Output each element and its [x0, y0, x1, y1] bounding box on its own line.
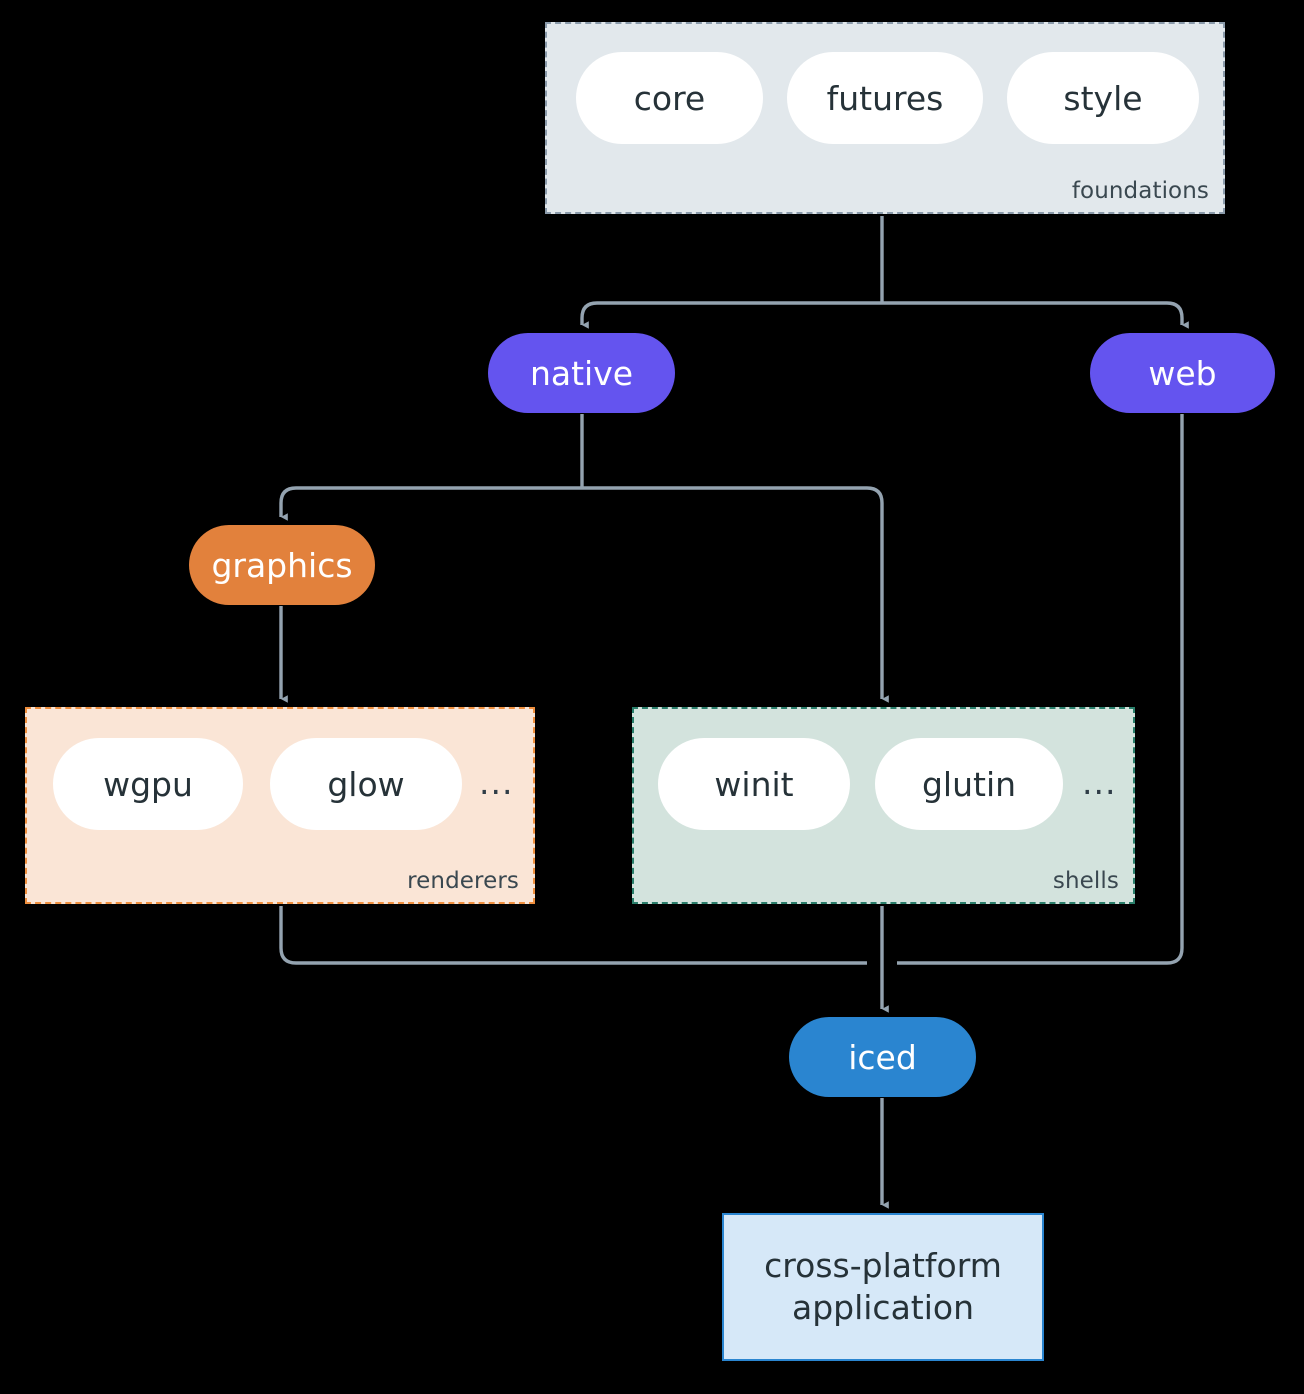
node-native-label: native — [529, 353, 634, 393]
application-label-line2: application — [791, 1288, 975, 1327]
pill-core[interactable]: core — [576, 52, 763, 144]
group-label-foundations: foundations — [1071, 178, 1209, 204]
node-web[interactable]: web — [1090, 333, 1275, 413]
pill-wgpu-label: wgpu — [103, 764, 193, 804]
pill-glow-label: glow — [327, 764, 405, 804]
pill-glutin[interactable]: glutin — [875, 738, 1063, 830]
pill-winit-label: winit — [714, 764, 794, 804]
node-native[interactable]: native — [488, 333, 675, 413]
pill-winit[interactable]: winit — [658, 738, 850, 830]
node-iced-label: iced — [848, 1037, 917, 1077]
group-label-renderers: renderers — [407, 868, 519, 894]
group-renderers: wgpu glow ... renderers — [25, 707, 535, 904]
pill-futures-label: futures — [826, 78, 944, 118]
pill-style-label: style — [1063, 78, 1143, 118]
node-iced[interactable]: iced — [789, 1017, 976, 1097]
node-graphics[interactable]: graphics — [189, 525, 375, 605]
edge-foundations-to-native — [580, 301, 882, 329]
edge-native-to-shells — [582, 486, 889, 703]
pill-glow[interactable]: glow — [270, 738, 462, 830]
shells-overflow-ellipsis: ... — [1082, 763, 1117, 802]
renderers-overflow-ellipsis: ... — [479, 763, 514, 802]
pill-core-label: core — [633, 78, 706, 118]
group-foundations: core futures style foundations — [545, 22, 1225, 214]
group-label-shells: shells — [1052, 868, 1119, 894]
node-web-label: web — [1148, 353, 1217, 393]
edge-native-to-graphics — [279, 486, 582, 521]
group-shells: winit glutin ... shells — [632, 707, 1135, 904]
application-label-line1: cross-platform — [764, 1245, 1002, 1285]
pill-style[interactable]: style — [1007, 52, 1199, 144]
edge-renderers-to-merge — [279, 906, 867, 965]
edge-foundations-to-web — [882, 301, 1189, 329]
node-graphics-label: graphics — [211, 545, 353, 585]
node-cross-platform-application[interactable]: cross-platform application — [722, 1213, 1044, 1361]
pill-glutin-label: glutin — [921, 764, 1017, 804]
pill-wgpu[interactable]: wgpu — [53, 738, 243, 830]
pill-futures[interactable]: futures — [787, 52, 983, 144]
